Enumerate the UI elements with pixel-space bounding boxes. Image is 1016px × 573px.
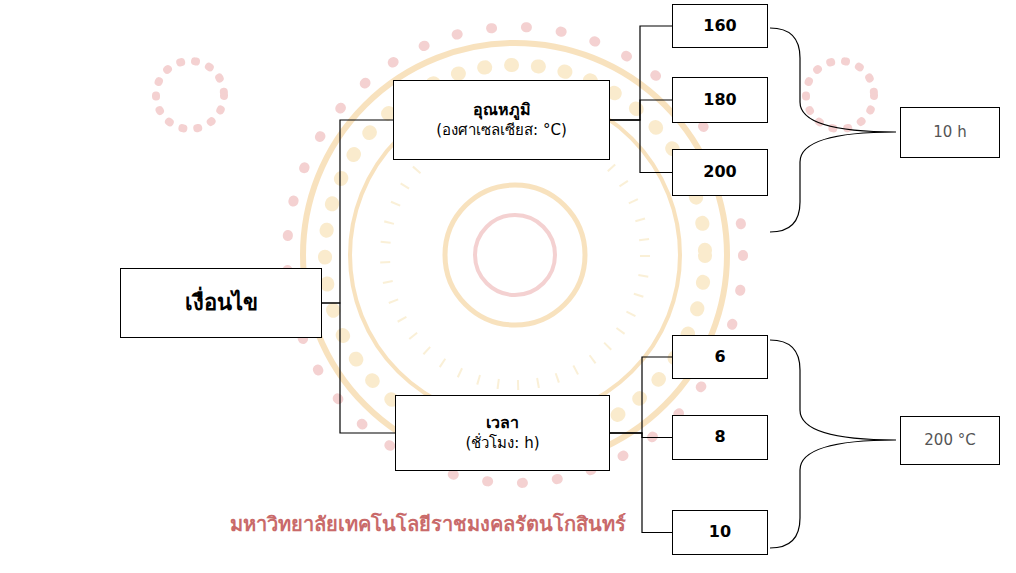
value-box: 8 — [672, 415, 768, 460]
node-title: 8 — [714, 427, 725, 448]
curly-brace — [770, 340, 896, 548]
node-title: 200 — [703, 162, 736, 183]
factor-box: อุณหภูมิ(องศาเซลเซียส: °C) — [393, 80, 610, 160]
connector-line — [610, 120, 672, 173]
logo-center — [475, 215, 555, 295]
node-subtitle: (องศาเซลเซียส: °C) — [436, 121, 567, 141]
watermark-text: มหาวิทยาลัยเทคโนโลยีราชมงคลรัตนโกสินทร์ — [226, 508, 630, 540]
logo-ring — [445, 185, 585, 325]
value-box: 6 — [672, 335, 768, 379]
node-title: 200 °C — [924, 431, 975, 451]
fixed-condition-box: 10 h — [900, 107, 1000, 158]
connector-line — [610, 26, 672, 120]
curly-brace — [770, 28, 896, 232]
connector-line — [322, 120, 393, 303]
braces — [770, 28, 896, 548]
connector-line — [610, 357, 672, 433]
factor-box: เวลา(ชั่วโมง: h) — [395, 395, 610, 471]
connector-line — [610, 433, 672, 438]
node-title: 180 — [703, 90, 736, 111]
node-title: 10 — [709, 522, 731, 543]
node-title: 6 — [714, 347, 725, 368]
node-title: เงื่อนไข — [185, 289, 258, 318]
logo-flower — [156, 61, 224, 129]
node-title: อุณหภูมิ — [473, 100, 531, 121]
logo-rings — [156, 27, 874, 483]
value-box: 200 — [672, 149, 768, 196]
logo-flower — [806, 61, 874, 129]
condition-box: เงื่อนไข — [120, 268, 322, 338]
connector-line — [610, 100, 672, 120]
logo-scallop — [325, 65, 705, 445]
node-title: เวลา — [486, 413, 519, 434]
fixed-condition-box: 200 °C — [900, 416, 1000, 465]
value-box: 160 — [672, 4, 768, 48]
logo-rays — [385, 125, 645, 385]
value-box: 10 — [672, 510, 768, 555]
node-title: 10 h — [933, 123, 966, 143]
node-subtitle: (ชั่วโมง: h) — [465, 434, 539, 454]
connector-line — [322, 303, 395, 433]
value-box: 180 — [672, 77, 768, 123]
node-title: 160 — [703, 16, 736, 37]
